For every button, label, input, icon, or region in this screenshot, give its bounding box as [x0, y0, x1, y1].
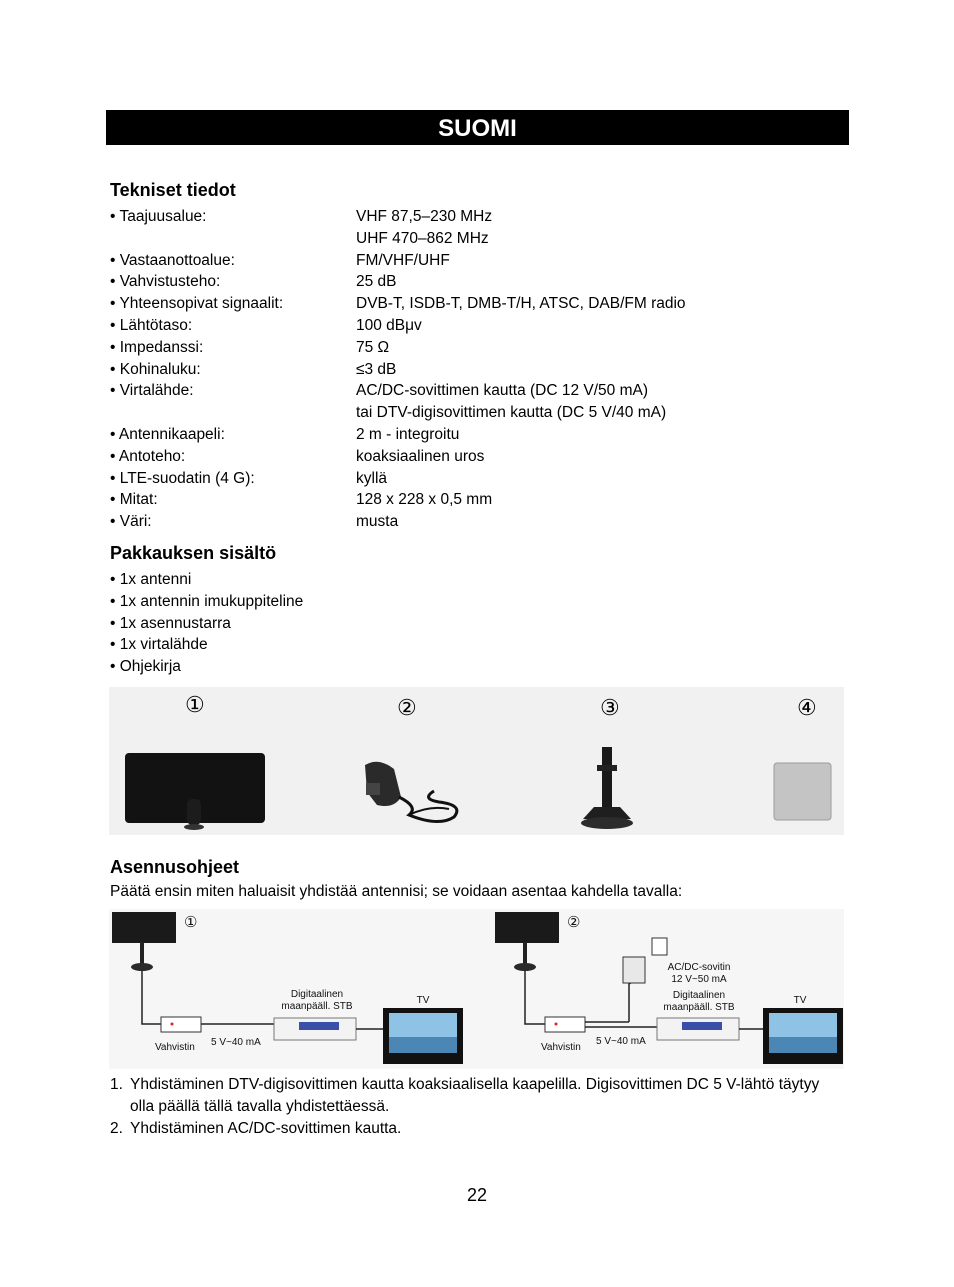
spec-label: • Mitat: — [110, 491, 158, 509]
diagram-1-number: ① — [184, 914, 197, 931]
suction-mount-image — [581, 747, 633, 829]
spec-label: • Lähtötaso: — [110, 316, 193, 334]
spec-row: • Yhteensopivat signaalit: DVB-T, ISDB-T,… — [110, 293, 810, 315]
spec-row: • Virtalähde: AC/DC-sovittimen kautta (DC… — [110, 380, 810, 402]
spec-value: 2 m - integroitu — [356, 425, 460, 443]
spec-row: • Vastaanottoalue: FM/VHF/UHF — [110, 250, 810, 272]
install-intro: Päätä ensin miten haluaisit yhdistää ant… — [110, 883, 683, 900]
package-heading: Pakkauksen sisältö — [110, 543, 277, 563]
diagram-2-tv-label: TV — [794, 995, 807, 1006]
photo-number-1: ① — [185, 692, 205, 717]
spec-row: • Antennikaapeli: 2 m - integroitu — [110, 424, 810, 446]
spec-row: tai DTV-digisovittimen kautta (DC 5 V/40… — [110, 402, 810, 424]
spec-value: DVB-T, ISDB-T, DMB-T/H, ATSC, DAB/FM rad… — [356, 295, 686, 313]
install-heading: Asennusohjeet — [110, 857, 240, 877]
spec-label: • Taajuusalue: — [110, 208, 207, 225]
photo-number-4: ④ — [797, 695, 817, 720]
spec-value: tai DTV-digisovittimen kautta (DC 5 V/40… — [356, 404, 667, 422]
spec-value: AC/DC-sovittimen kautta (DC 12 V/50 mA) — [356, 382, 649, 400]
package-item: • 1x antenni — [110, 571, 192, 588]
spec-value: musta — [356, 513, 399, 531]
spec-label: • Antennikaapeli: — [110, 425, 225, 443]
spec-row: • Impedanssi: 75 Ω — [110, 337, 810, 359]
spec-row: • Väri: musta — [110, 511, 810, 533]
spec-value: 25 dB — [356, 273, 397, 291]
step-number: 2. — [110, 1120, 123, 1137]
spec-value: FM/VHF/UHF — [356, 251, 450, 269]
diagram-2-amplifier-label: Vahvistin — [541, 1042, 581, 1053]
diagram-1-antenna — [112, 912, 176, 943]
power-adapter-image — [365, 761, 459, 823]
spec-value: 100 dBμv — [356, 316, 422, 334]
spec-row: • Lähtötaso: 100 dBμv — [110, 315, 810, 337]
spec-label — [110, 402, 356, 424]
spec-label: • Virtalähde: — [110, 382, 194, 400]
connection-diagram-svg: ① Vahvistin 5 V~40 mA Digitaalinen maanp… — [109, 909, 844, 1069]
spec-label: • Väri: — [110, 513, 152, 531]
package-item: • 1x antennin imukuppiteline — [110, 592, 304, 610]
diagram-2-stb-label-2: maanpääll. STB — [663, 1002, 734, 1013]
diagram-1-stb-label-2: maanpääll. STB — [281, 1001, 352, 1012]
diagram-1-amplifier-label: Vahvistin — [155, 1042, 195, 1053]
diagram-2-current-label: 5 V~40 mA — [596, 1036, 646, 1047]
page-number: 22 — [466, 1185, 488, 1205]
diagram-1-amplifier — [160, 1016, 202, 1033]
diagram-2-antenna — [495, 912, 559, 943]
install-steps: 1. Yhdistäminen DTV-digisovittimen kautta… — [110, 1074, 830, 1140]
package-item: • 1x asennustarra — [110, 614, 231, 632]
spec-value: UHF 470–862 MHz — [356, 229, 489, 247]
photo-number-2: ② — [397, 695, 417, 720]
spec-label: • Antoteho: — [110, 447, 186, 465]
installation-sticker-image — [773, 762, 832, 821]
diagram-2-adapter-label-1: AC/DC-sovitin — [668, 962, 731, 973]
diagram-1-tv-label: TV — [417, 995, 430, 1006]
spec-row: • Vahvistusteho: 25 dB — [110, 271, 810, 293]
spec-row: • Antoteho: koaksiaalinen uros — [110, 446, 810, 468]
spec-value: 128 x 228 x 0,5 mm — [356, 491, 493, 509]
package-item: • 1x virtalähde — [110, 636, 208, 654]
spec-row: • Taajuusalue: VHF 87,5–230 MHz — [110, 206, 810, 228]
spec-row: • Mitat: 128 x 228 x 0,5 mm — [110, 489, 810, 511]
spec-value: 75 Ω — [356, 338, 390, 356]
spec-label: • Vahvistusteho: — [110, 273, 221, 291]
step-text: Yhdistäminen AC/DC-sovittimen kautta. — [130, 1120, 402, 1137]
diagram-2-number: ② — [567, 914, 580, 931]
spec-row: UHF 470–862 MHz — [110, 228, 810, 250]
spec-label: • Impedanssi: — [110, 338, 204, 356]
connection-diagrams: ① Vahvistin 5 V~40 mA Digitaalinen maanp… — [109, 909, 844, 1069]
diagram-2: ② Vahvistin 5 V~40 mA AC/DC-sovitin 12 V… — [495, 912, 843, 1064]
spec-label: • Yhteensopivat signaalit: — [110, 295, 284, 313]
package-photos: ① ② ③ ④ — [109, 687, 844, 835]
spec-label: • LTE-suodatin (4 G): — [110, 469, 255, 487]
diagram-2-amplifier — [544, 1016, 586, 1033]
spec-value: ≤3 dB — [356, 360, 397, 378]
diagram-2-adapter — [622, 956, 646, 984]
language-banner: SUOMI — [106, 110, 849, 145]
spec-row: • LTE-suodatin (4 G): kyllä — [110, 468, 810, 490]
install-step: 2. Yhdistäminen AC/DC-sovittimen kautta. — [110, 1118, 830, 1140]
spec-value: kyllä — [356, 469, 388, 487]
specs-heading: Tekniset tiedot — [110, 180, 236, 200]
package-list: • 1x antenni • 1x antennin imukuppiteline… — [110, 569, 303, 678]
spec-value: koaksiaalinen uros — [356, 447, 485, 465]
diagram-1-current-label: 5 V~40 mA — [211, 1037, 261, 1048]
diagram-2-adapter-label-2: 12 V~50 mA — [671, 974, 727, 985]
diagram-2-stb-label-1: Digitaalinen — [673, 990, 725, 1001]
diagram-1-stb-label-1: Digitaalinen — [291, 989, 343, 1000]
spec-label — [110, 228, 356, 250]
package-item: • Ohjekirja — [110, 658, 181, 676]
install-step: 1. Yhdistäminen DTV-digisovittimen kautta… — [110, 1074, 830, 1118]
step-text: Yhdistäminen DTV-digisovittimen kautta k… — [130, 1076, 820, 1115]
spec-value: VHF 87,5–230 MHz — [356, 208, 493, 225]
package-illustrations — [125, 747, 832, 830]
photo-number-3: ③ — [600, 695, 620, 720]
antenna-image — [125, 753, 265, 830]
spec-label: • Kohinaluku: — [110, 360, 201, 378]
step-number: 1. — [110, 1076, 123, 1093]
spec-row: • Kohinaluku: ≤3 dB — [110, 359, 810, 381]
spec-label: • Vastaanottoalue: — [110, 251, 235, 269]
diagram-1: ① Vahvistin 5 V~40 mA Digitaalinen maanp… — [112, 912, 463, 1064]
